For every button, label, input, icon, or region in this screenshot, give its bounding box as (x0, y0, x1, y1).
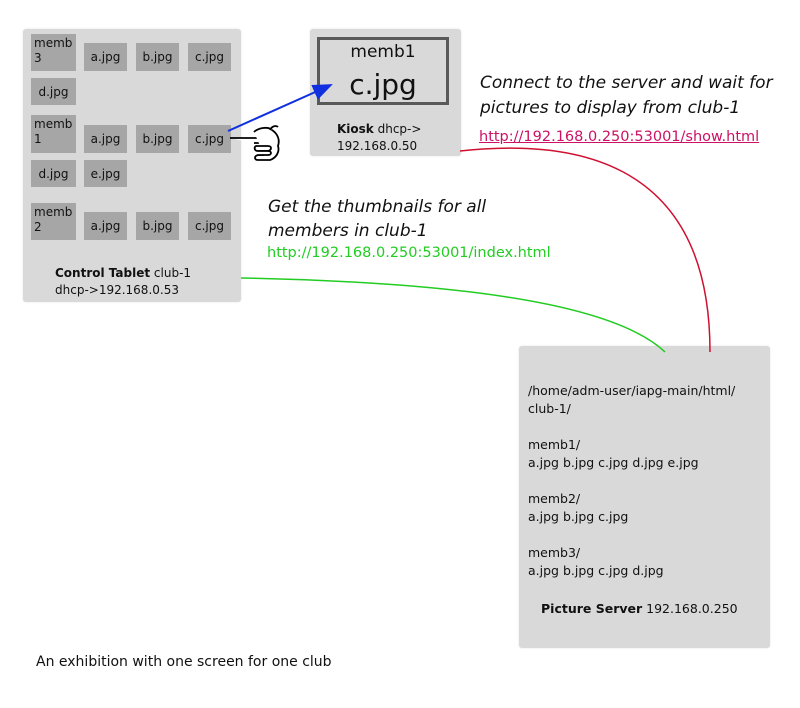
server-path-line: club-1/ (528, 401, 571, 416)
server-path-line: a.jpg b.jpg c.jpg d.jpg (528, 563, 664, 578)
thumbnail-tile[interactable]: a.jpg (84, 212, 127, 240)
member-tile[interactable]: memb 1 (31, 115, 76, 153)
tablet-note-line-2: members in club-1 (268, 221, 428, 241)
server-path-line: a.jpg b.jpg c.jpg d.jpg e.jpg (528, 455, 699, 470)
kiosk-title: Kiosk (337, 122, 374, 136)
thumbnail-tile[interactable]: c.jpg (188, 43, 231, 71)
kiosk-screen: memb1 c.jpg (317, 37, 449, 105)
tablet-address: dhcp->192.168.0.53 (55, 283, 179, 297)
figure-caption: An exhibition with one screen for one cl… (36, 654, 332, 670)
thumbnail-tile[interactable]: b.jpg (136, 43, 179, 71)
kiosk-note-line-2: pictures to display from club-1 (480, 98, 741, 118)
server-path-line: memb3/ (528, 545, 581, 560)
tablet-note-line-1: Get the thumbnails for all (268, 197, 487, 217)
kiosk-panel: memb1 c.jpg Kiosk dhcp-> 192.168.0.50 (310, 29, 461, 156)
thumbnail-tile[interactable]: b.jpg (136, 125, 179, 153)
thumbnail-tile[interactable]: e.jpg (84, 160, 127, 187)
thumbnail-tile[interactable]: d.jpg (31, 160, 76, 187)
picture-server-panel: /home/adm-user/iapg-main/html/ club-1/ m… (519, 346, 770, 648)
kiosk-image-label: c.jpg (349, 68, 417, 101)
server-title: Picture Server (541, 601, 643, 616)
thumbnail-tile[interactable]: c.jpg (188, 125, 231, 153)
show-url-link[interactable]: http://192.168.0.250:53001/show.html (479, 129, 760, 145)
member-tile[interactable]: memb 2 (31, 203, 76, 240)
server-path-line: memb1/ (528, 437, 581, 452)
thumbnail-tile[interactable]: a.jpg (84, 43, 127, 71)
server-path-line: a.jpg b.jpg c.jpg (528, 509, 629, 524)
kiosk-label: Kiosk dhcp-> (337, 121, 421, 138)
kiosk-member-label: memb1 (350, 42, 416, 62)
server-label: Picture Server 192.168.0.250 (541, 600, 738, 617)
index-url-link[interactable]: http://192.168.0.250:53001/index.html (267, 245, 551, 261)
control-tablet-panel: memb 3 a.jpg b.jpg c.jpg d.jpg memb 1 a.… (23, 29, 241, 302)
tablet-club: club-1 (150, 266, 192, 280)
kiosk-note-line-1: Connect to the server and wait for (480, 73, 773, 93)
tablet-title: Control Tablet (55, 266, 151, 280)
thumbnail-tile[interactable]: a.jpg (84, 125, 127, 153)
kiosk-dhcp: dhcp-> (373, 122, 422, 136)
tablet-server-link (240, 277, 666, 353)
tablet-label: Control Tablet club-1 (55, 265, 191, 282)
server-path-line: memb2/ (528, 491, 581, 506)
thumbnail-tile[interactable]: c.jpg (188, 212, 231, 240)
server-path-line: /home/adm-user/iapg-main/html/ (528, 383, 736, 398)
member-tile[interactable]: memb 3 (31, 34, 76, 71)
server-address: 192.168.0.250 (642, 601, 738, 616)
thumbnail-tile[interactable]: b.jpg (136, 212, 179, 240)
thumbnail-tile[interactable]: d.jpg (31, 78, 76, 105)
kiosk-address: 192.168.0.50 (337, 139, 418, 153)
